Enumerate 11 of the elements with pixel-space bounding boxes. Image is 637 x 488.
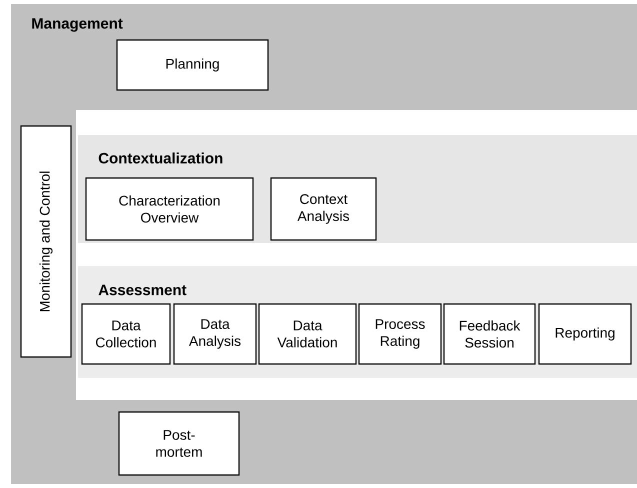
process-box: Monitoring and Control bbox=[20, 125, 72, 358]
process-box: Data Collection bbox=[81, 303, 171, 365]
process-box: Characterization Overview bbox=[85, 177, 254, 241]
process-box: Data Validation bbox=[258, 303, 357, 365]
process-box: Process Rating bbox=[358, 303, 442, 365]
process-box: Feedback Session bbox=[443, 303, 536, 365]
process-box: Data Analysis bbox=[173, 303, 257, 365]
process-box: Post-mortem bbox=[118, 411, 240, 476]
process-box: Planning bbox=[116, 39, 269, 91]
process-box: Reporting bbox=[538, 303, 632, 365]
process-box: Context Analysis bbox=[270, 177, 377, 241]
